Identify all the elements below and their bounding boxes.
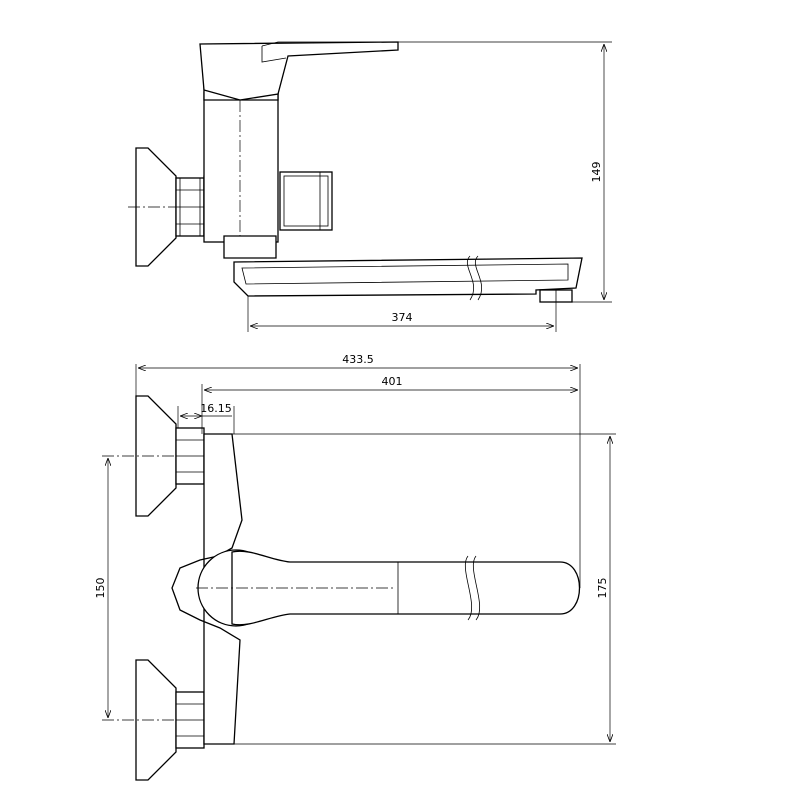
dim-top-depth: 175 xyxy=(596,578,609,599)
side-mixer-body xyxy=(203,91,279,243)
top-lower-flange xyxy=(135,659,177,781)
dim-top-offset: 16.15 xyxy=(200,402,232,415)
side-view xyxy=(128,41,583,303)
side-lever-handle xyxy=(199,41,399,101)
top-upper-flange xyxy=(135,395,177,517)
dim-top-total-width: 433.5 xyxy=(342,353,374,366)
side-hex-nut xyxy=(175,177,205,237)
side-diverter-knob xyxy=(279,171,333,231)
top-dimensions: 433.5 401 16.15 150 175 xyxy=(94,353,616,745)
side-spout xyxy=(233,257,583,297)
top-mixer-body xyxy=(171,433,243,745)
top-view xyxy=(102,395,580,781)
dim-top-width: 401 xyxy=(382,375,403,388)
dim-side-spout-length: 374 xyxy=(392,311,413,324)
side-dimensions: 149 374 xyxy=(247,41,612,332)
dim-top-centers: 150 xyxy=(94,578,107,599)
top-lower-nut xyxy=(175,691,205,749)
top-upper-nut xyxy=(175,427,205,485)
dim-side-height: 149 xyxy=(590,162,603,183)
top-spout-arm xyxy=(231,550,580,626)
